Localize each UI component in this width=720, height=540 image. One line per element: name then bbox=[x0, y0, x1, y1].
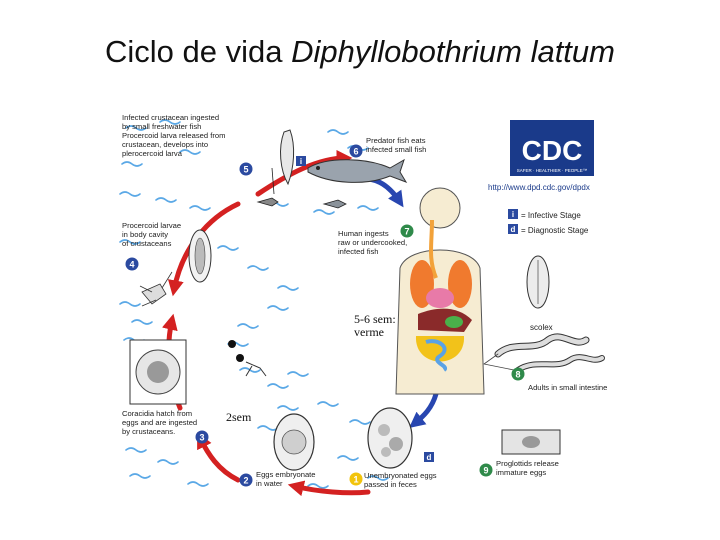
svg-text:i: i bbox=[512, 210, 514, 219]
legend-diagnostic-marker bbox=[508, 224, 518, 234]
human-figure-illustration bbox=[395, 187, 485, 395]
life-cycle-diagram: CDC SAFER · HEALTHIER · PEOPLE™ http://w… bbox=[119, 113, 607, 497]
cdc-logo-text: CDC bbox=[522, 135, 583, 166]
stage-1-marker: 1 bbox=[349, 472, 363, 486]
coracidium-illustration bbox=[129, 339, 267, 405]
svg-text:7: 7 bbox=[404, 227, 409, 237]
svg-text:8: 8 bbox=[515, 370, 520, 380]
legend-diagnostic-label: = Diagnostic Stage bbox=[521, 226, 589, 235]
stage-5-marker: 5 bbox=[239, 162, 253, 176]
cdc-tagline: SAFER · HEALTHIER · PEOPLE™ bbox=[517, 168, 587, 173]
svg-text:4: 4 bbox=[129, 260, 134, 270]
svg-text:9: 9 bbox=[483, 466, 488, 476]
svg-text:d: d bbox=[427, 453, 432, 462]
scolex-label: scolex bbox=[530, 323, 553, 332]
stage-3-marker: 3 bbox=[195, 430, 209, 444]
cdc-logo: CDC SAFER · HEALTHIER · PEOPLE™ bbox=[510, 120, 594, 176]
svg-text:2: 2 bbox=[243, 476, 248, 486]
adult-development-time-note: 5-6 sem: verme bbox=[354, 312, 396, 339]
stage-6-marker: 6 bbox=[349, 144, 363, 158]
stage-8-marker: 8 bbox=[511, 367, 525, 381]
cdc-url: http://www.dpd.cdc.gov/dpdx bbox=[488, 183, 590, 192]
svg-text:3: 3 bbox=[199, 433, 204, 443]
crustacean-illustration bbox=[139, 229, 212, 307]
unembryonated-egg-illustration bbox=[367, 407, 413, 469]
stage-8-text: Adults in small intestine bbox=[528, 383, 607, 392]
svg-text:d: d bbox=[511, 225, 516, 234]
embryonated-egg-illustration bbox=[273, 413, 315, 471]
egg-embryonation-time-note: 2sem bbox=[226, 410, 252, 424]
svg-text:i: i bbox=[300, 157, 302, 166]
svg-text:5: 5 bbox=[243, 165, 248, 175]
svg-text:1: 1 bbox=[353, 475, 358, 485]
legend: i = Infective Stage d = Diagnostic Stage bbox=[508, 209, 589, 235]
proglottid-illustration bbox=[501, 429, 561, 455]
stage-4-marker: 4 bbox=[125, 257, 139, 271]
predator-fish-illustration bbox=[307, 158, 408, 209]
stage-markers: 1 2 3 4 5 6 7 8 bbox=[125, 144, 525, 487]
stage-7-marker: 7 bbox=[400, 224, 414, 238]
infective-stage-1-marker: i bbox=[296, 156, 306, 166]
stage-5-illustration bbox=[256, 129, 295, 207]
stage-9-marker: 9 bbox=[479, 463, 493, 477]
scolex-illustration bbox=[526, 255, 550, 309]
legend-infective-marker bbox=[508, 209, 518, 219]
svg-text:6: 6 bbox=[353, 147, 358, 157]
slide-title: Ciclo de vida Diphyllobothrium lattum bbox=[0, 34, 720, 70]
diagnostic-stage-marker: d bbox=[424, 452, 434, 462]
title-species: Diphyllobothrium lattum bbox=[291, 34, 615, 69]
title-main: Ciclo de vida bbox=[104, 34, 292, 69]
legend-infective-label: = Infective Stage bbox=[521, 211, 581, 220]
adult-worm-illustration bbox=[483, 333, 605, 373]
stage-2-marker: 2 bbox=[239, 473, 253, 487]
